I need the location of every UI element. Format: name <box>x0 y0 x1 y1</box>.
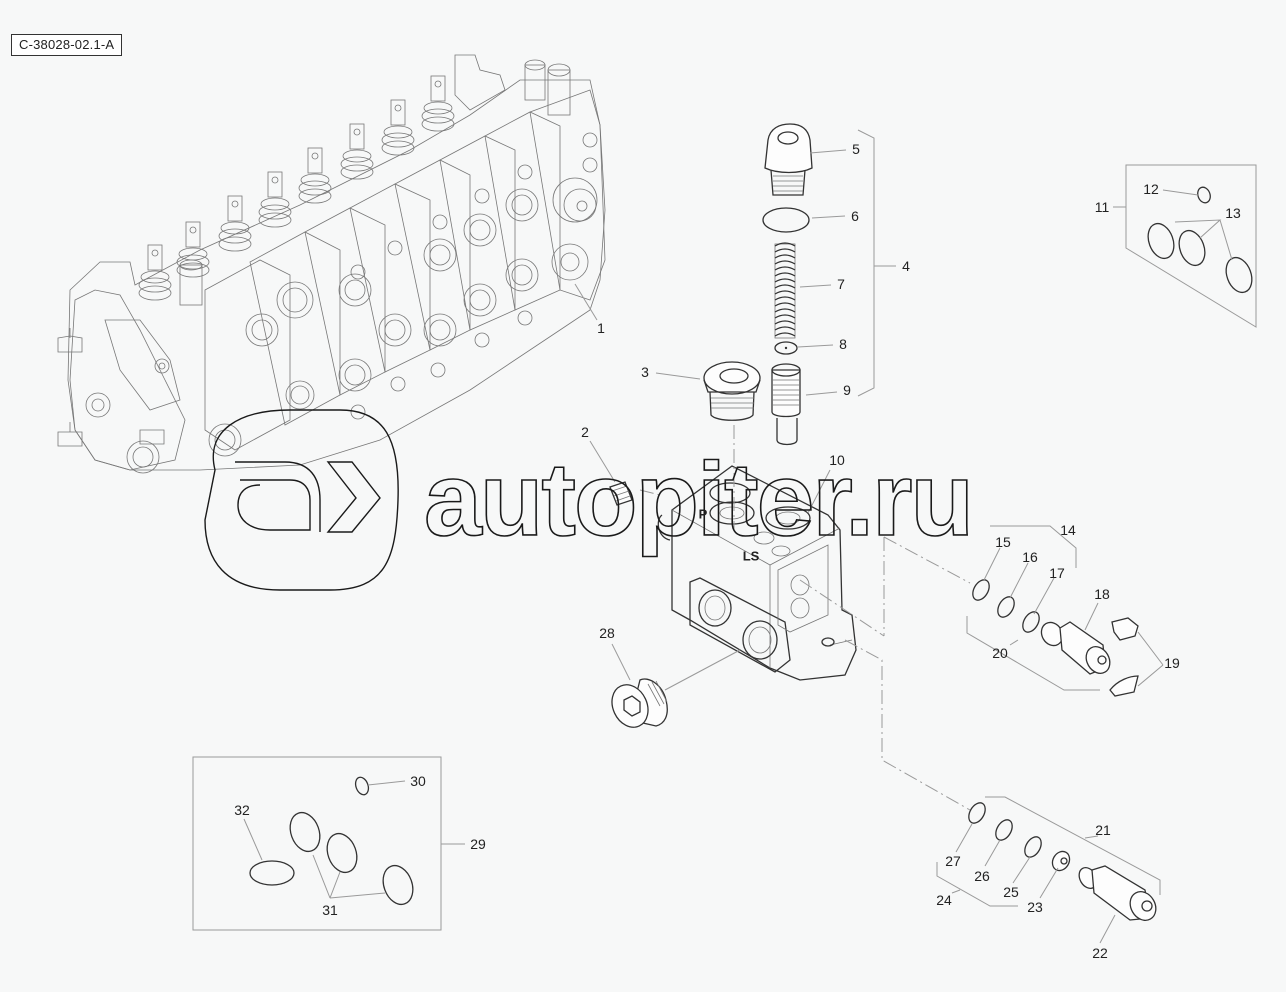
callout-11[interactable]: 11 <box>1094 199 1110 215</box>
valve-section-body <box>609 465 857 681</box>
spring-coils <box>774 242 796 339</box>
watermark-text: autopiter.ru <box>423 442 975 558</box>
hex-plug-28 <box>611 678 668 728</box>
callout-25[interactable]: 25 <box>1003 884 1019 900</box>
relief-valve-stack <box>703 123 813 446</box>
callout-19[interactable]: 19 <box>1164 655 1180 671</box>
callout-27[interactable]: 27 <box>945 853 961 869</box>
callout-28[interactable]: 28 <box>599 625 615 641</box>
callout-23[interactable]: 23 <box>1027 899 1043 915</box>
main-control-valve-drawing <box>57 54 606 474</box>
seal-kit-29-panel <box>192 756 442 931</box>
callout-14[interactable]: 14 <box>1060 522 1076 538</box>
leader-lines <box>243 129 1233 944</box>
callout-7[interactable]: 7 <box>837 276 845 292</box>
port-label-ls: LS <box>742 548 760 564</box>
assembly-centerlines <box>639 425 971 811</box>
callout-15[interactable]: 15 <box>995 534 1011 550</box>
callout-29[interactable]: 29 <box>470 836 486 852</box>
watermark-logo <box>204 409 399 591</box>
seal-kit-11-panel <box>1125 164 1257 328</box>
callout-4[interactable]: 4 <box>902 258 910 274</box>
callout-30[interactable]: 30 <box>410 773 426 789</box>
callout-21[interactable]: 21 <box>1095 822 1111 838</box>
callout-16[interactable]: 16 <box>1022 549 1038 565</box>
callout-6[interactable]: 6 <box>851 208 859 224</box>
callout-3[interactable]: 3 <box>641 364 649 380</box>
callout-2[interactable]: 2 <box>581 424 589 440</box>
callout-9[interactable]: 9 <box>843 382 851 398</box>
callout-13[interactable]: 13 <box>1225 205 1241 221</box>
callout-10[interactable]: 10 <box>829 452 845 468</box>
callout-5[interactable]: 5 <box>852 141 860 157</box>
callout-1[interactable]: 1 <box>597 320 605 336</box>
callout-24[interactable]: 24 <box>936 892 952 908</box>
callout-22[interactable]: 22 <box>1092 945 1108 961</box>
callout-20[interactable]: 20 <box>992 645 1008 661</box>
callout-8[interactable]: 8 <box>839 336 847 352</box>
relief-cartridge-group <box>968 802 1157 921</box>
drawing-reference-code: C-38028-02.1-A <box>11 34 123 56</box>
port-label-p: P <box>698 506 708 522</box>
callout-32[interactable]: 32 <box>234 802 250 818</box>
callout-31[interactable]: 31 <box>322 902 338 918</box>
callout-12[interactable]: 12 <box>1143 181 1159 197</box>
solenoid-cartridge-group <box>972 579 1139 697</box>
callout-18[interactable]: 18 <box>1094 586 1110 602</box>
callout-17[interactable]: 17 <box>1049 565 1065 581</box>
callout-26[interactable]: 26 <box>974 868 990 884</box>
